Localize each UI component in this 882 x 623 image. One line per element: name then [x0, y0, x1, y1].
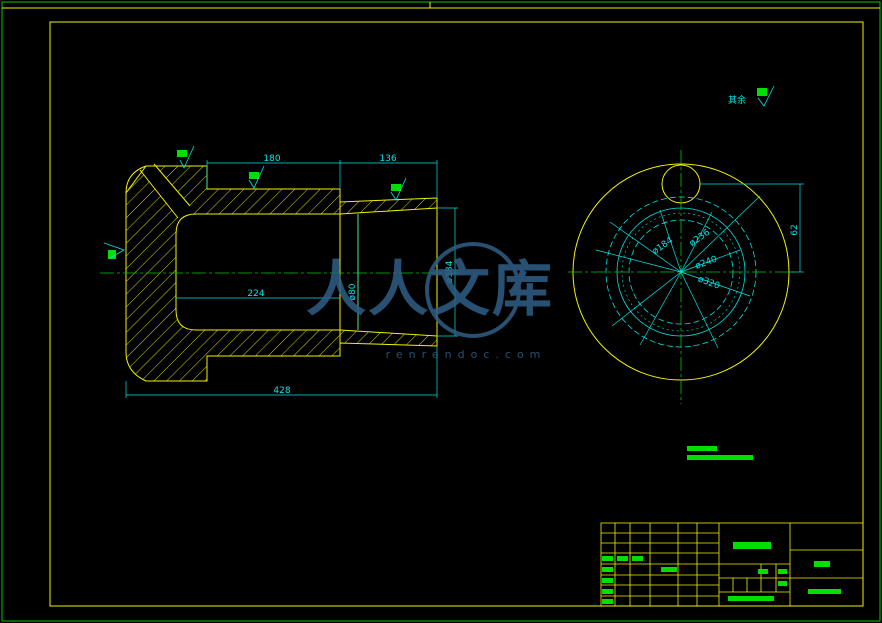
oil-hole-line-2 — [153, 163, 191, 207]
roughness-symbol-2 — [248, 165, 265, 189]
roughness-symbol-1 — [177, 145, 195, 169]
roughness-rest-symbol — [757, 85, 775, 107]
dim-dia-184: ø184 — [445, 260, 455, 283]
watermark: 人人文库 renrendoc.com — [306, 242, 554, 361]
tech-req-line-1 — [687, 446, 717, 451]
watermark-url: renrendoc.com — [386, 348, 547, 361]
dim-dia-240: ø240 — [694, 254, 719, 271]
chamfer-line — [125, 165, 147, 194]
title-block — [600, 522, 864, 607]
dim-136: 136 — [379, 154, 396, 164]
section-view: 180 136 224 428 ø80 ø184 — [100, 145, 460, 398]
watermark-chinese: 人人文库 — [306, 255, 554, 325]
roughness-rest-note: 其余 — [728, 94, 746, 106]
watermark-ring — [425, 242, 521, 338]
dim-180: 180 — [263, 154, 280, 164]
roughness-symbol-4 — [103, 242, 125, 259]
bore-outline — [175, 207, 438, 337]
tech-req-line-2 — [687, 455, 753, 460]
sleeve-outline — [125, 165, 438, 382]
dim-dia-184-end: ø184 — [651, 236, 676, 257]
dim-62: 62 — [790, 224, 800, 235]
dim-dia-320: ø320 — [696, 275, 721, 292]
title-block-fields — [602, 542, 841, 604]
dim-224: 224 — [247, 289, 264, 299]
dim-428: 428 — [273, 386, 290, 396]
drawing-border — [49, 21, 864, 607]
end-view: 62 ø184 ø236 ø240 ø320 — [568, 150, 804, 404]
dim-dia-80: ø80 — [348, 283, 358, 300]
oil-hole-line-1 — [139, 169, 179, 219]
roughness-symbol-3 — [390, 177, 407, 201]
